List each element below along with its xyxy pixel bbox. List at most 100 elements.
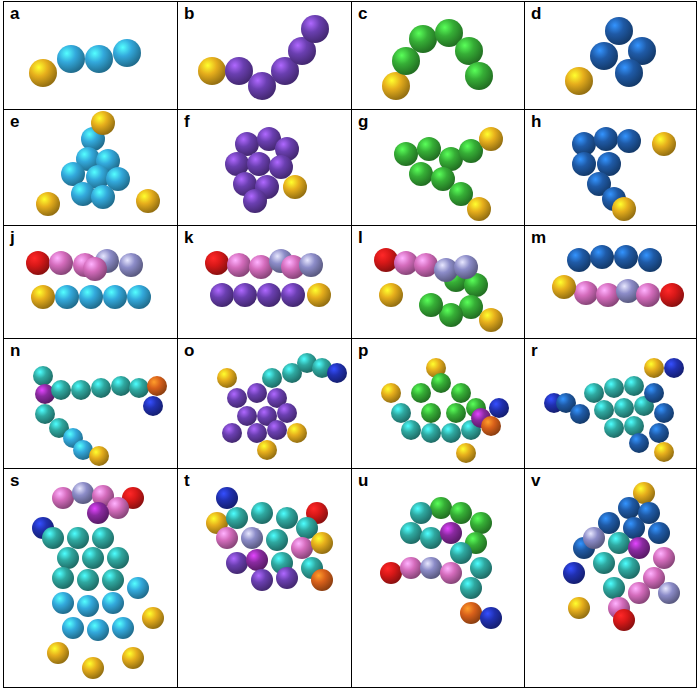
panel-letter: j bbox=[10, 229, 15, 247]
bead-sphere bbox=[247, 152, 271, 176]
bead-sphere bbox=[465, 62, 493, 90]
bead-sphere bbox=[409, 162, 433, 186]
bead-sphere bbox=[603, 577, 625, 599]
panel-letter: g bbox=[358, 113, 368, 131]
bead-sphere bbox=[216, 527, 238, 549]
bead-sphere bbox=[456, 443, 476, 463]
bead-sphere bbox=[480, 607, 502, 629]
bead-sphere bbox=[455, 37, 483, 65]
molecule-cluster bbox=[374, 248, 503, 332]
bead-sphere bbox=[57, 547, 79, 569]
panel-cell: l bbox=[351, 225, 525, 339]
bead-sphere bbox=[301, 15, 329, 43]
bead-sphere bbox=[430, 497, 452, 519]
bead-sphere bbox=[470, 557, 492, 579]
bead-sphere bbox=[654, 403, 674, 423]
bead-sphere bbox=[62, 617, 84, 639]
panel-cell: v bbox=[524, 468, 697, 688]
bead-sphere bbox=[617, 129, 641, 153]
bead-sphere bbox=[563, 562, 585, 584]
bead-sphere bbox=[411, 383, 431, 403]
bead-sphere bbox=[593, 552, 615, 574]
bead-sphere bbox=[198, 57, 226, 85]
bead-sphere bbox=[653, 547, 675, 569]
bead-sphere bbox=[29, 59, 57, 87]
bead-sphere bbox=[266, 529, 288, 551]
panel-cell: r bbox=[524, 338, 697, 469]
bead-sphere bbox=[394, 142, 418, 166]
bead-sphere bbox=[87, 502, 109, 524]
panel-cell: j bbox=[3, 225, 178, 339]
bead-sphere bbox=[451, 383, 471, 403]
bead-sphere bbox=[382, 72, 410, 100]
bead-sphere bbox=[226, 507, 248, 529]
bead-sphere bbox=[72, 482, 94, 504]
bead-sphere bbox=[420, 527, 442, 549]
bead-sphere bbox=[567, 248, 591, 272]
bead-sphere bbox=[664, 358, 684, 378]
bead-sphere bbox=[574, 281, 598, 305]
bead-sphere bbox=[142, 607, 164, 629]
panel-letter: r bbox=[531, 342, 538, 360]
bead-sphere bbox=[222, 423, 242, 443]
bead-sphere bbox=[409, 25, 437, 53]
molecule-cluster bbox=[33, 366, 167, 466]
panel-letter: e bbox=[10, 113, 19, 131]
panel-cell: g bbox=[351, 109, 525, 226]
panel-cell: e bbox=[3, 109, 178, 226]
bead-sphere bbox=[92, 527, 114, 549]
bead-sphere bbox=[479, 308, 503, 332]
bead-sphere bbox=[479, 127, 503, 151]
bead-sphere bbox=[381, 383, 401, 403]
bead-sphere bbox=[111, 376, 131, 396]
panel-cell: b bbox=[177, 1, 352, 110]
panel-cell: f bbox=[177, 109, 352, 226]
bead-sphere bbox=[327, 363, 347, 383]
bead-sphere bbox=[618, 497, 640, 519]
panel-letter: v bbox=[531, 472, 540, 490]
bead-sphere bbox=[311, 532, 333, 554]
bead-sphere bbox=[291, 537, 313, 559]
bead-sphere bbox=[565, 67, 593, 95]
molecule-cluster bbox=[380, 497, 502, 629]
bead-sphere bbox=[604, 418, 624, 438]
molecule-cluster bbox=[36, 111, 160, 216]
bead-sphere bbox=[281, 283, 305, 307]
bead-sphere bbox=[107, 497, 129, 519]
panel-cell: t bbox=[177, 468, 352, 688]
bead-sphere bbox=[410, 502, 432, 524]
bead-sphere bbox=[287, 423, 307, 443]
panel-cell: p bbox=[351, 338, 525, 469]
bead-sphere bbox=[102, 592, 124, 614]
bead-sphere bbox=[51, 380, 71, 400]
bead-sphere bbox=[596, 283, 620, 307]
bead-sphere bbox=[102, 569, 124, 591]
bead-sphere bbox=[380, 562, 402, 584]
bead-sphere bbox=[269, 155, 293, 179]
bead-sphere bbox=[283, 175, 307, 199]
bead-sphere bbox=[251, 502, 273, 524]
bead-sphere bbox=[481, 416, 501, 436]
bead-sphere bbox=[112, 617, 134, 639]
bead-sphere bbox=[113, 39, 141, 67]
bead-sphere bbox=[26, 251, 50, 275]
bead-sphere bbox=[52, 567, 74, 589]
bead-sphere bbox=[227, 253, 251, 277]
bead-sphere bbox=[417, 137, 441, 161]
bead-sphere bbox=[67, 527, 89, 549]
molecule-cluster bbox=[29, 39, 141, 87]
bead-sphere bbox=[644, 358, 664, 378]
bead-sphere bbox=[91, 185, 115, 209]
bead-sphere bbox=[420, 557, 442, 579]
bead-sphere bbox=[648, 522, 670, 544]
molecule-cluster bbox=[205, 249, 331, 307]
bead-sphere bbox=[227, 388, 247, 408]
bead-sphere bbox=[247, 383, 267, 403]
panel-letter: l bbox=[358, 229, 363, 247]
bead-sphere bbox=[91, 111, 115, 135]
bead-sphere bbox=[89, 446, 109, 466]
bead-sphere bbox=[52, 592, 74, 614]
bead-sphere bbox=[241, 527, 263, 549]
bead-sphere bbox=[77, 595, 99, 617]
